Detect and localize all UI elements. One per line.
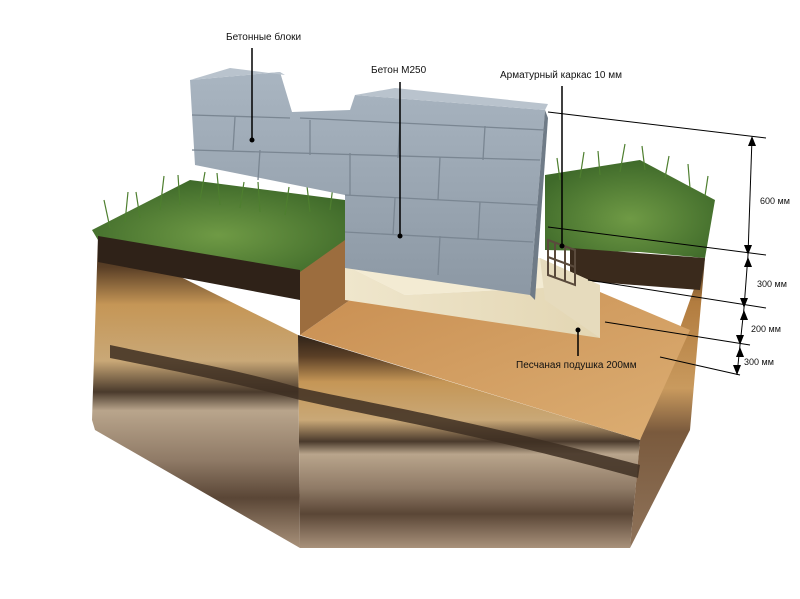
soil-front-face-right: [298, 335, 640, 548]
topsoil-edge-right: [570, 248, 705, 290]
topsoil-edge-left: [98, 236, 300, 300]
dimension-arrowheads: [733, 136, 756, 375]
block-wall-top-right: [355, 88, 548, 110]
block-joints: [191, 114, 546, 276]
rebar-cage: [547, 238, 576, 287]
leader-lines: [251, 48, 579, 356]
label-concrete-blocks: Бетонные блоки: [226, 32, 302, 43]
label-rebar-cage: Арматурный каркас 10 мм: [500, 70, 622, 81]
grass-right: [545, 160, 715, 258]
concrete-footing-front: [345, 265, 600, 338]
dimension-lines: [547, 111, 767, 376]
grass-blades: [103, 143, 709, 229]
leader-dot-grade: [397, 233, 403, 239]
dimension-200: 200 мм: [751, 324, 781, 334]
dimension-600: 600 мм: [760, 196, 790, 206]
dimension-300-lower: 300 мм: [744, 357, 774, 367]
dimension-300-upper: 300 мм: [757, 279, 787, 289]
block-wall-top: [190, 68, 285, 80]
soil-front-face: [92, 236, 300, 548]
leader-dot-rebar: [559, 243, 565, 249]
block-wall-front: [190, 72, 545, 295]
leader-dot-sand: [575, 327, 581, 333]
soil-dark-layer: [110, 345, 640, 478]
leader-dot-blocks: [249, 137, 255, 143]
label-concrete-grade: Бетон М250: [371, 65, 427, 76]
block-wall-end: [530, 110, 548, 300]
label-sand-cushion: Песчаная подушка 200мм: [516, 360, 637, 371]
